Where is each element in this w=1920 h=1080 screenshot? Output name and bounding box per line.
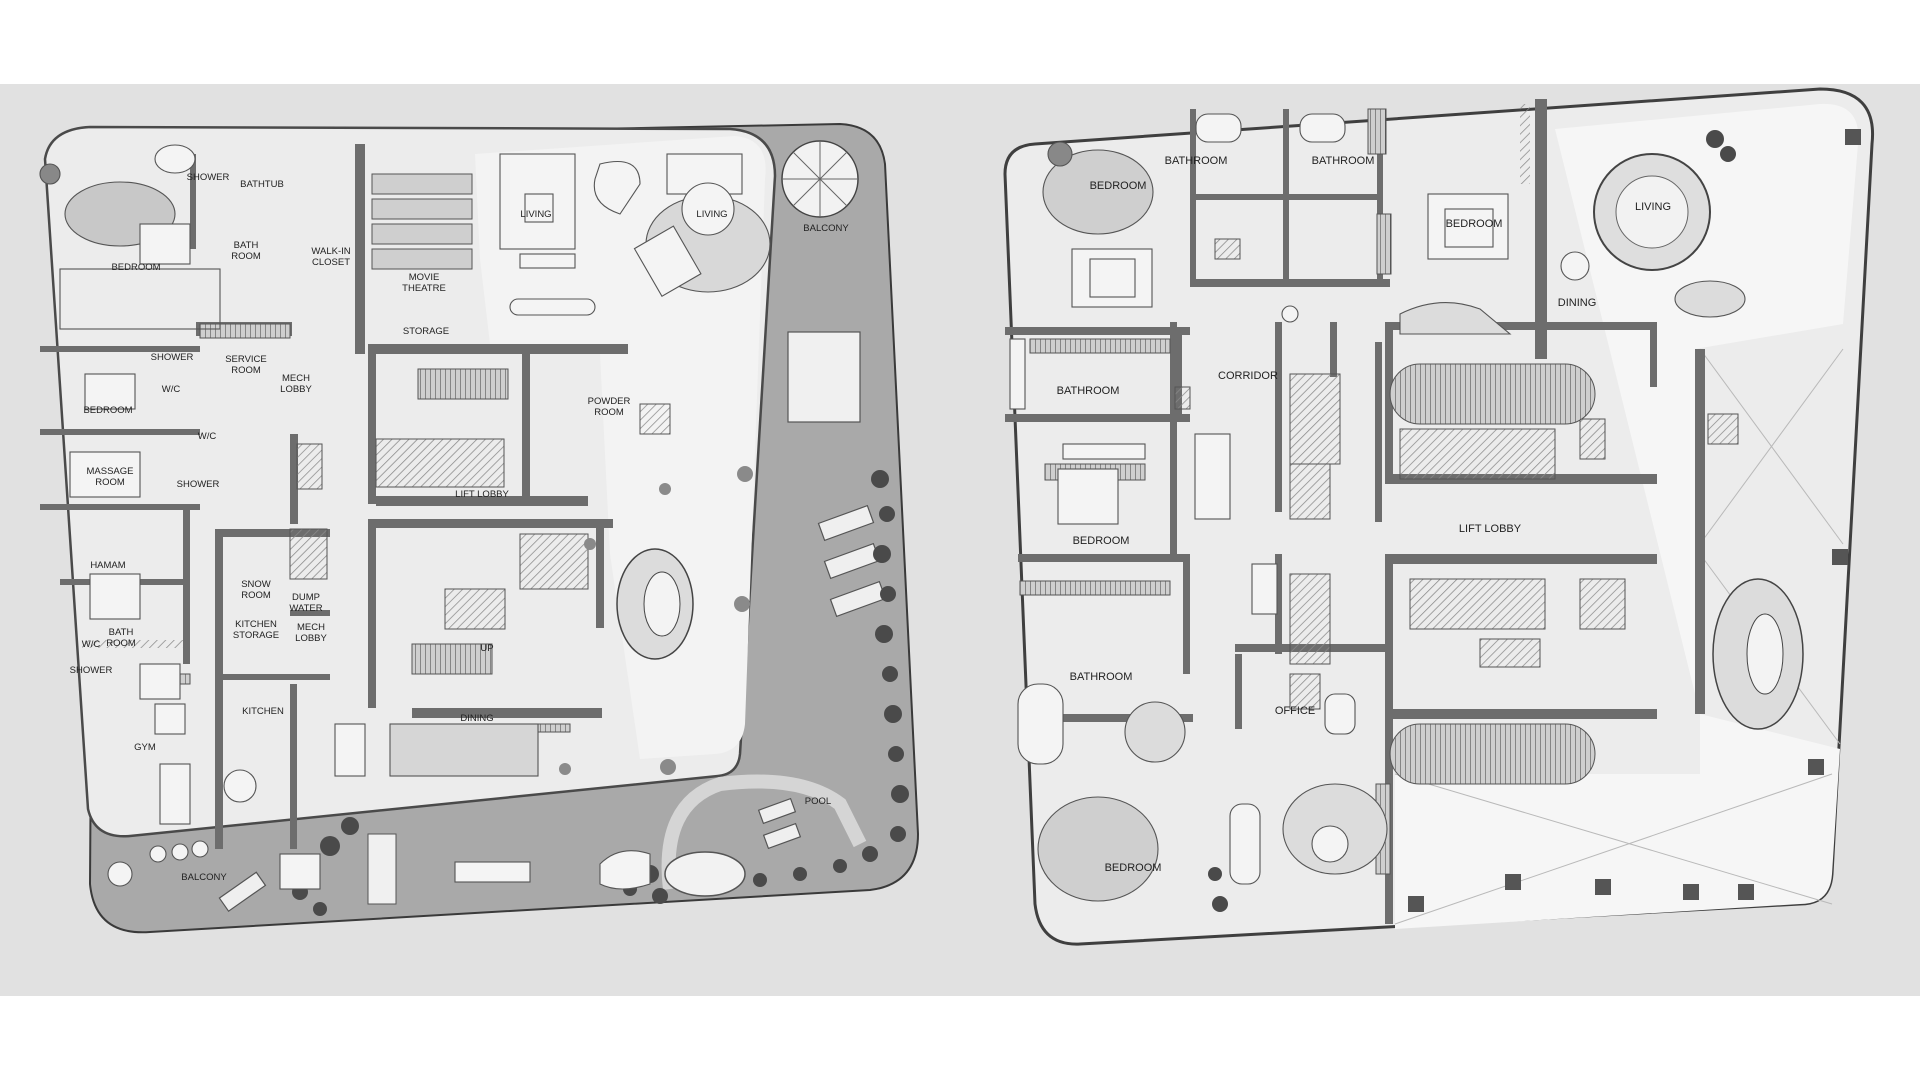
label-lift-lobby: LIFT LOBBY bbox=[455, 489, 509, 500]
label-shower: SHOWER bbox=[151, 352, 194, 363]
label-mech-lobby: LOBBY bbox=[280, 384, 312, 395]
label-mech-lobby: LOBBY bbox=[295, 633, 327, 644]
label-wc: W/C bbox=[198, 431, 217, 442]
label-kitchen-storage: KITCHEN bbox=[235, 619, 277, 630]
label-dining: DINING bbox=[460, 713, 493, 724]
label-wc: W/C bbox=[162, 384, 181, 395]
spiral-stair-left bbox=[616, 548, 694, 660]
label-powder-room: POWDER bbox=[588, 396, 631, 407]
theatre-seats bbox=[371, 173, 473, 270]
label-corridor: CORRIDOR bbox=[1218, 370, 1278, 382]
label-storage: STORAGE bbox=[403, 326, 449, 337]
label-snow-room: ROOM bbox=[241, 590, 271, 601]
label-bedroom: BEDROOM bbox=[111, 262, 160, 273]
label-bathroom: BATHROOM bbox=[1070, 671, 1133, 683]
label-lift-lobby: LIFT LOBBY bbox=[1459, 523, 1522, 535]
furniture-right bbox=[1009, 113, 1746, 902]
piers-right bbox=[1408, 129, 1861, 912]
cores-left bbox=[289, 403, 671, 630]
planting-right bbox=[1208, 130, 1736, 912]
label-bath-room: ROOM bbox=[106, 638, 136, 649]
label-bedroom: BEDROOM bbox=[1446, 218, 1503, 230]
label-bathtub: BATHTUB bbox=[240, 179, 284, 190]
plan-right bbox=[1003, 87, 1875, 946]
label-mech-lobby: MECH bbox=[297, 622, 325, 633]
open-terrace-upper bbox=[1395, 103, 1859, 930]
label-massage-room: MASSAGE bbox=[87, 466, 134, 477]
label-walk-in-closet: WALK-IN bbox=[311, 246, 350, 257]
label-living: LIVING bbox=[520, 209, 551, 220]
label-shower: SHOWER bbox=[177, 479, 220, 490]
plan-left bbox=[39, 122, 920, 934]
label-bath-room: BATH bbox=[234, 240, 259, 251]
label-bathroom: BATHROOM bbox=[1312, 155, 1375, 167]
label-bedroom: BEDROOM bbox=[1105, 862, 1162, 874]
pool-left bbox=[661, 774, 867, 890]
stairs-right bbox=[1019, 108, 1596, 875]
label-service-room: SERVICE bbox=[225, 354, 267, 365]
columns-left bbox=[559, 466, 753, 775]
planter-strip bbox=[367, 833, 397, 905]
label-bath-room: ROOM bbox=[231, 251, 261, 262]
label-pool: POOL bbox=[805, 796, 831, 807]
label-living: LIVING bbox=[1635, 201, 1671, 213]
label-bedroom: BEDROOM bbox=[1090, 180, 1147, 192]
label-dump-water: WATER bbox=[289, 603, 322, 614]
label-kitchen-storage: STORAGE bbox=[233, 630, 279, 641]
label-living: LIVING bbox=[696, 209, 727, 220]
label-shower: SHOWER bbox=[70, 665, 113, 676]
floor-plans: SHOWER BATHTUB BEDROOM BATH ROOM WALK-IN… bbox=[39, 87, 1875, 946]
pool-basin bbox=[664, 851, 746, 897]
living-rotunda bbox=[1593, 153, 1711, 271]
label-hamam: HAMAM bbox=[90, 560, 125, 571]
label-bedroom: BEDROOM bbox=[1073, 535, 1130, 547]
label-bathroom: BATHROOM bbox=[1165, 155, 1228, 167]
label-gym: GYM bbox=[134, 742, 156, 753]
spiral-stair-right bbox=[1712, 578, 1804, 730]
furniture-left bbox=[39, 144, 771, 890]
label-balcony: BALCONY bbox=[803, 223, 849, 234]
label-dining: DINING bbox=[1558, 297, 1597, 309]
label-kitchen: KITCHEN bbox=[242, 706, 284, 717]
labels-left: SHOWER BATHTUB BEDROOM BATH ROOM WALK-IN… bbox=[70, 172, 850, 883]
label-bedroom: BEDROOM bbox=[83, 405, 132, 416]
labels-right: BEDROOM BATHROOM BATHROOM BEDROOM LIVING… bbox=[1057, 155, 1671, 874]
label-powder-room: ROOM bbox=[594, 407, 624, 418]
label-movie-theatre: THEATRE bbox=[402, 283, 446, 294]
balcony-lounge bbox=[787, 331, 861, 423]
label-dump-water: DUMP bbox=[292, 592, 320, 603]
gazebo-ribs bbox=[782, 141, 858, 217]
label-service-room: ROOM bbox=[231, 365, 261, 376]
label-shower: SHOWER bbox=[187, 172, 230, 183]
label-bathroom: BATHROOM bbox=[1057, 385, 1120, 397]
label-bath-room: BATH bbox=[109, 627, 134, 638]
label-snow-room: SNOW bbox=[241, 579, 271, 590]
label-wc: W/C bbox=[82, 639, 101, 650]
label-walk-in-closet: CLOSET bbox=[312, 257, 350, 268]
label-balcony: BALCONY bbox=[181, 872, 227, 883]
label-up: UP bbox=[480, 643, 493, 654]
label-mech-lobby: MECH bbox=[282, 373, 310, 384]
label-massage-room: ROOM bbox=[95, 477, 125, 488]
label-office: OFFICE bbox=[1275, 705, 1315, 717]
label-movie-theatre: MOVIE bbox=[409, 272, 440, 283]
shafts-right bbox=[1174, 238, 1739, 710]
